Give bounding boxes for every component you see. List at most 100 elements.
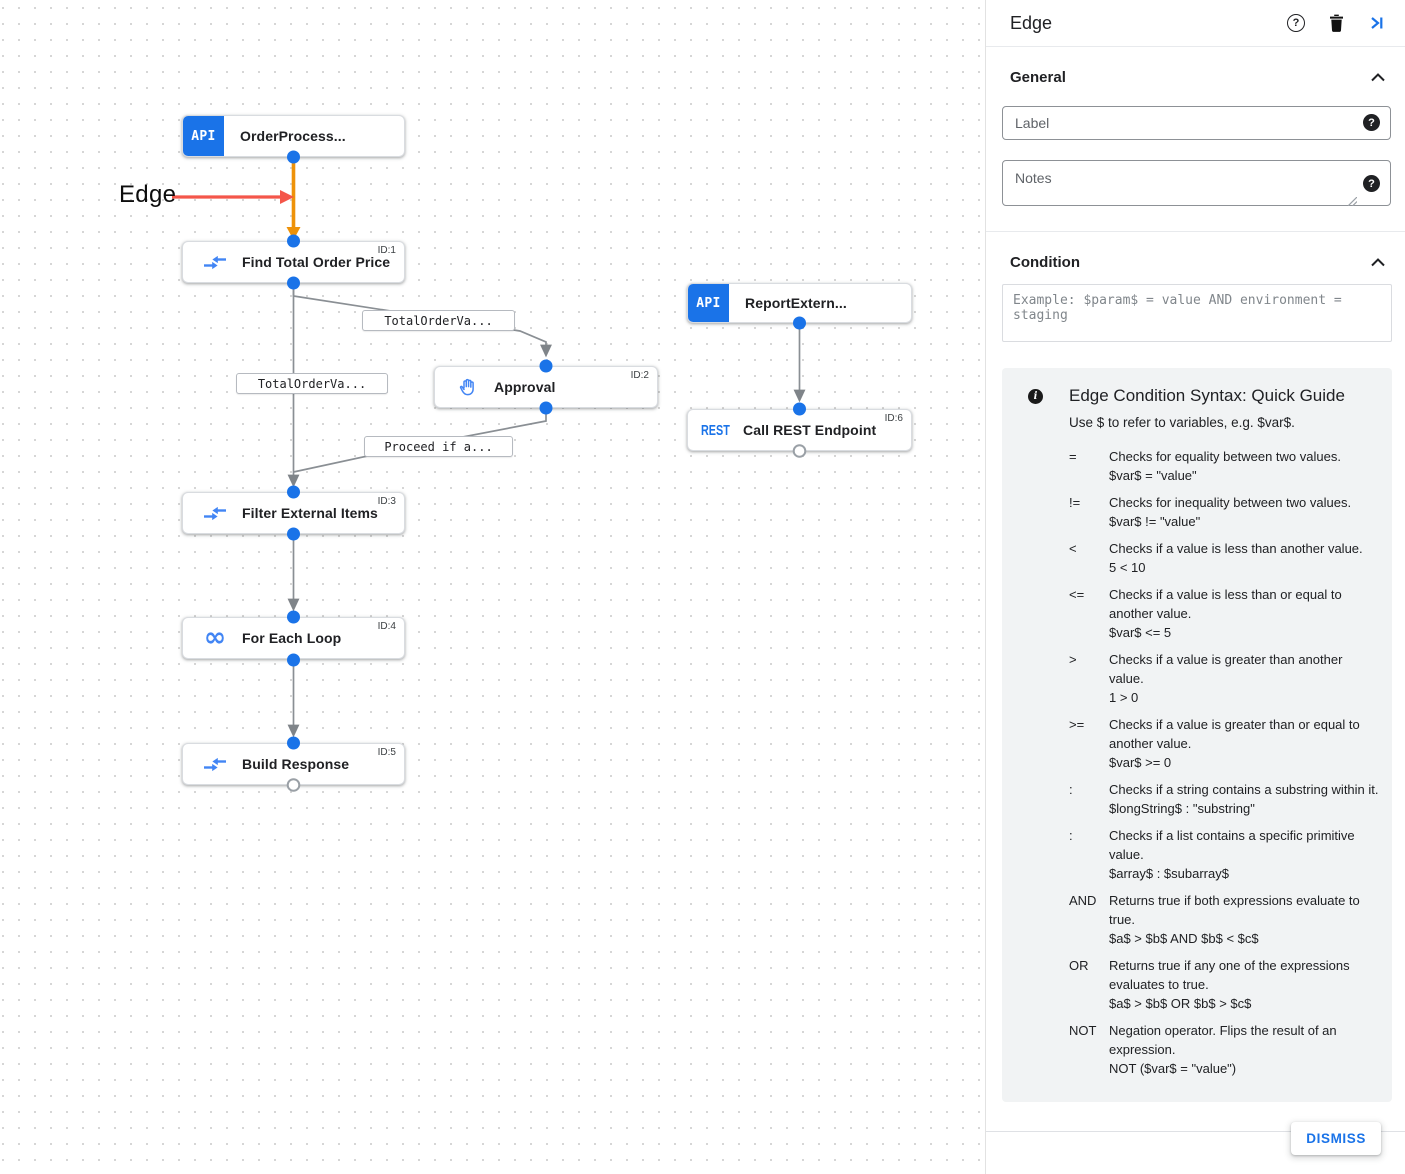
node-label: Build Response xyxy=(242,756,350,772)
guide-row: NOT Negation operator. Flips the result o… xyxy=(1069,1021,1380,1078)
node-id-badge: ID:4 xyxy=(377,621,396,632)
dismiss-button[interactable]: DISMISS xyxy=(1291,1122,1381,1155)
info-icon: i xyxy=(1028,389,1043,404)
node-label: Call REST Endpoint xyxy=(743,422,877,438)
node-for-each-loop[interactable]: ∞ For Each Loop ID:4 xyxy=(182,617,405,659)
guide-description: Returns true if any one of the expressio… xyxy=(1109,958,1350,1011)
guide-operator: <= xyxy=(1069,587,1085,602)
collapse-panel-icon[interactable] xyxy=(1365,12,1387,34)
panel-footer: DISMISS xyxy=(986,1122,1405,1174)
guide-row: < Checks if a value is less than another … xyxy=(1069,539,1380,577)
node-trigger-orderprocess[interactable]: API OrderProcess... xyxy=(182,115,405,157)
guide-description: Checks for equality between two values.$… xyxy=(1109,449,1341,483)
label-input[interactable] xyxy=(1002,106,1391,140)
general-heading: General xyxy=(1010,69,1066,86)
help-icon[interactable]: ? xyxy=(1285,12,1307,34)
guide-description: Negation operator. Flips the result of a… xyxy=(1109,1023,1337,1076)
condition-heading: Condition xyxy=(1010,254,1080,271)
notes-field-wrap: ? xyxy=(1002,160,1391,211)
notes-help-icon[interactable]: ? xyxy=(1363,175,1380,192)
node-call-rest-endpoint[interactable]: REST Call REST Endpoint ID:6 xyxy=(687,409,912,451)
edge-label[interactable]: TotalOrderVa... xyxy=(362,310,515,331)
guide-description: Checks if a value is less than another v… xyxy=(1109,541,1363,575)
guide-operator: OR xyxy=(1069,958,1089,973)
node-id-badge: ID:6 xyxy=(884,413,903,424)
node-id-badge: ID:5 xyxy=(377,747,396,758)
panel-header: Edge ? xyxy=(986,0,1405,47)
guide-description: Checks for inequality between two values… xyxy=(1109,495,1352,529)
guide-description: Checks if a value is greater than or equ… xyxy=(1109,717,1360,770)
node-id-badge: ID:2 xyxy=(630,370,649,381)
data-mapping-icon xyxy=(203,506,227,521)
rest-icon: REST xyxy=(701,421,730,439)
guide-title: Edge Condition Syntax: Quick Guide xyxy=(1069,386,1345,405)
panel-title: Edge xyxy=(1010,12,1053,33)
condition-syntax-guide: i Edge Condition Syntax: Quick Guide Use… xyxy=(1002,368,1392,1102)
guide-row: > Checks if a value is greater than anoth… xyxy=(1069,650,1380,707)
section-divider xyxy=(986,231,1405,232)
guide-operator: < xyxy=(1069,541,1077,556)
node-label: Filter External Items xyxy=(242,505,378,521)
notes-input[interactable] xyxy=(1002,160,1391,206)
guide-description: Returns true if both expressions evaluat… xyxy=(1109,893,1360,946)
api-trigger-icon: API xyxy=(183,116,224,156)
guide-description: Checks if a value is greater than anothe… xyxy=(1109,652,1343,705)
guide-row: : Checks if a string contains a substring… xyxy=(1069,780,1380,818)
node-build-response[interactable]: Build Response ID:5 xyxy=(182,743,405,785)
node-label: Find Total Order Price xyxy=(242,254,391,270)
selected-edge-arrowhead xyxy=(286,227,301,240)
data-mapping-icon xyxy=(203,255,227,270)
guide-operator: : xyxy=(1069,782,1073,797)
resize-grip-icon[interactable] xyxy=(1348,197,1357,206)
edges-layer xyxy=(172,160,806,738)
node-find-total-order-price[interactable]: Find Total Order Price ID:1 xyxy=(182,241,405,283)
label-help-icon[interactable]: ? xyxy=(1363,114,1380,131)
approval-hand-icon xyxy=(455,377,479,398)
guide-row: : Checks if a list contains a specific pr… xyxy=(1069,826,1380,883)
node-id-badge: ID:1 xyxy=(377,245,396,256)
node-label: Approval xyxy=(494,379,556,395)
loop-icon: ∞ xyxy=(203,622,227,653)
condition-input[interactable] xyxy=(1002,284,1392,342)
node-label: ReportExtern... xyxy=(745,295,847,311)
edge-properties-panel: Edge ? General ? ? Condition i xyxy=(985,0,1405,1174)
guide-row: >= Checks if a value is greater than or e… xyxy=(1069,715,1380,772)
label-field-wrap: ? xyxy=(1002,106,1391,140)
condition-section-header[interactable]: Condition xyxy=(986,254,1405,271)
trash-icon[interactable] xyxy=(1325,12,1347,34)
node-filter-external-items[interactable]: Filter External Items ID:3 xyxy=(182,492,405,534)
guide-row: <= Checks if a value is less than or equa… xyxy=(1069,585,1380,642)
node-approval[interactable]: Approval ID:2 xyxy=(434,366,658,408)
edge-annotation-arrow xyxy=(172,190,294,204)
edge-line[interactable] xyxy=(293,408,547,473)
guide-row: = Checks for equality between two values.… xyxy=(1069,447,1380,485)
data-mapping-icon xyxy=(203,757,227,772)
guide-description: Checks if a string contains a substring … xyxy=(1109,782,1379,816)
edge-label[interactable]: TotalOrderVa... xyxy=(236,373,388,394)
edge-label[interactable]: Proceed if a... xyxy=(364,436,513,457)
guide-row: != Checks for inequality between two valu… xyxy=(1069,493,1380,531)
guide-operator: >= xyxy=(1069,717,1085,732)
guide-description: Checks if a list contains a specific pri… xyxy=(1109,828,1355,881)
flow-canvas[interactable]: API OrderProcess... Find Total Order Pri… xyxy=(0,0,985,1174)
edge-line[interactable] xyxy=(292,283,552,358)
guide-operator: AND xyxy=(1069,893,1097,908)
guide-operator: > xyxy=(1069,652,1077,667)
node-label: OrderProcess... xyxy=(240,128,346,144)
guide-operator: : xyxy=(1069,828,1073,843)
api-trigger-icon: API xyxy=(688,284,729,322)
guide-rows: = Checks for equality between two values.… xyxy=(1069,447,1380,1078)
guide-operator: NOT xyxy=(1069,1023,1097,1038)
guide-operator: = xyxy=(1069,449,1077,464)
guide-description: Checks if a value is less than or equal … xyxy=(1109,587,1342,640)
general-section-header[interactable]: General xyxy=(986,69,1405,86)
guide-operator: != xyxy=(1069,495,1081,510)
chevron-up-icon[interactable] xyxy=(1371,73,1385,82)
guide-row: OR Returns true if any one of the express… xyxy=(1069,956,1380,1013)
guide-row: AND Returns true if both expressions eval… xyxy=(1069,891,1380,948)
node-trigger-reportextern[interactable]: API ReportExtern... xyxy=(687,283,912,323)
chevron-up-icon[interactable] xyxy=(1371,258,1385,267)
node-label: For Each Loop xyxy=(242,630,342,646)
node-id-badge: ID:3 xyxy=(377,496,396,507)
edge-annotation-label: Edge xyxy=(119,181,177,208)
